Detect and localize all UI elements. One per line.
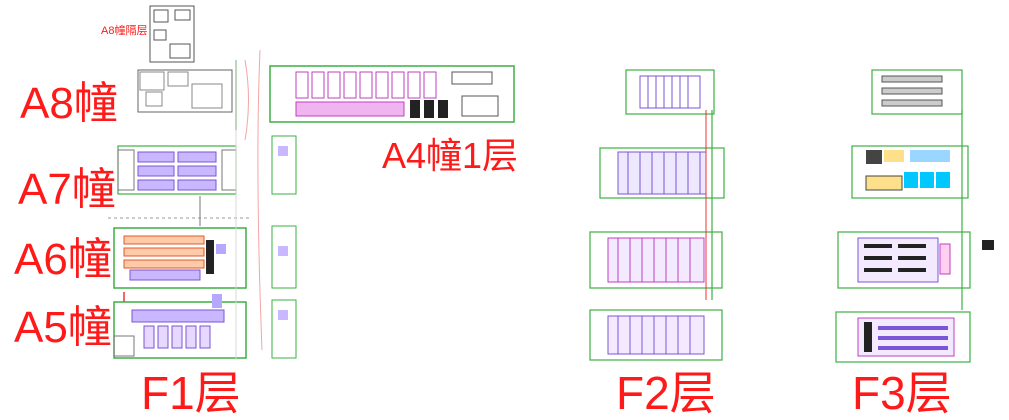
- f2-floor-label: F2层: [616, 367, 716, 419]
- a4-floor1-label: A4幢1层: [382, 135, 519, 176]
- f3-a5-plan: [835, 311, 971, 363]
- a8-f1-plan: [137, 59, 249, 141]
- a8-mezzanine-label: A8幢隔层: [101, 25, 148, 37]
- f1-floor-label: F1层: [141, 367, 241, 419]
- f3-a6-plan: [837, 231, 971, 289]
- f3-a8-plan: [871, 69, 963, 115]
- f2-a7-plan: [599, 147, 725, 199]
- a8-building-label: A8幢: [20, 79, 118, 128]
- a7-building-label: A7幢: [18, 165, 116, 214]
- f3-a7-plan: [851, 145, 969, 199]
- a6-building-label: A6幢: [14, 235, 112, 284]
- a8-mezzanine-plan: [149, 5, 195, 63]
- a5-building-label: A5幢: [14, 303, 112, 352]
- f3-floor-label: F3层: [852, 367, 952, 419]
- a6-f1-plan: [113, 227, 247, 330]
- a7-f1-plan: [117, 145, 237, 195]
- a4-f1-plan: [257, 49, 515, 351]
- f2-a8-plan: [625, 69, 715, 115]
- a4-side-blocks: [271, 135, 297, 359]
- f2-a6-plan: [589, 231, 723, 289]
- f2-a5-plan: [589, 309, 723, 361]
- a5-f1-plan: [113, 294, 247, 359]
